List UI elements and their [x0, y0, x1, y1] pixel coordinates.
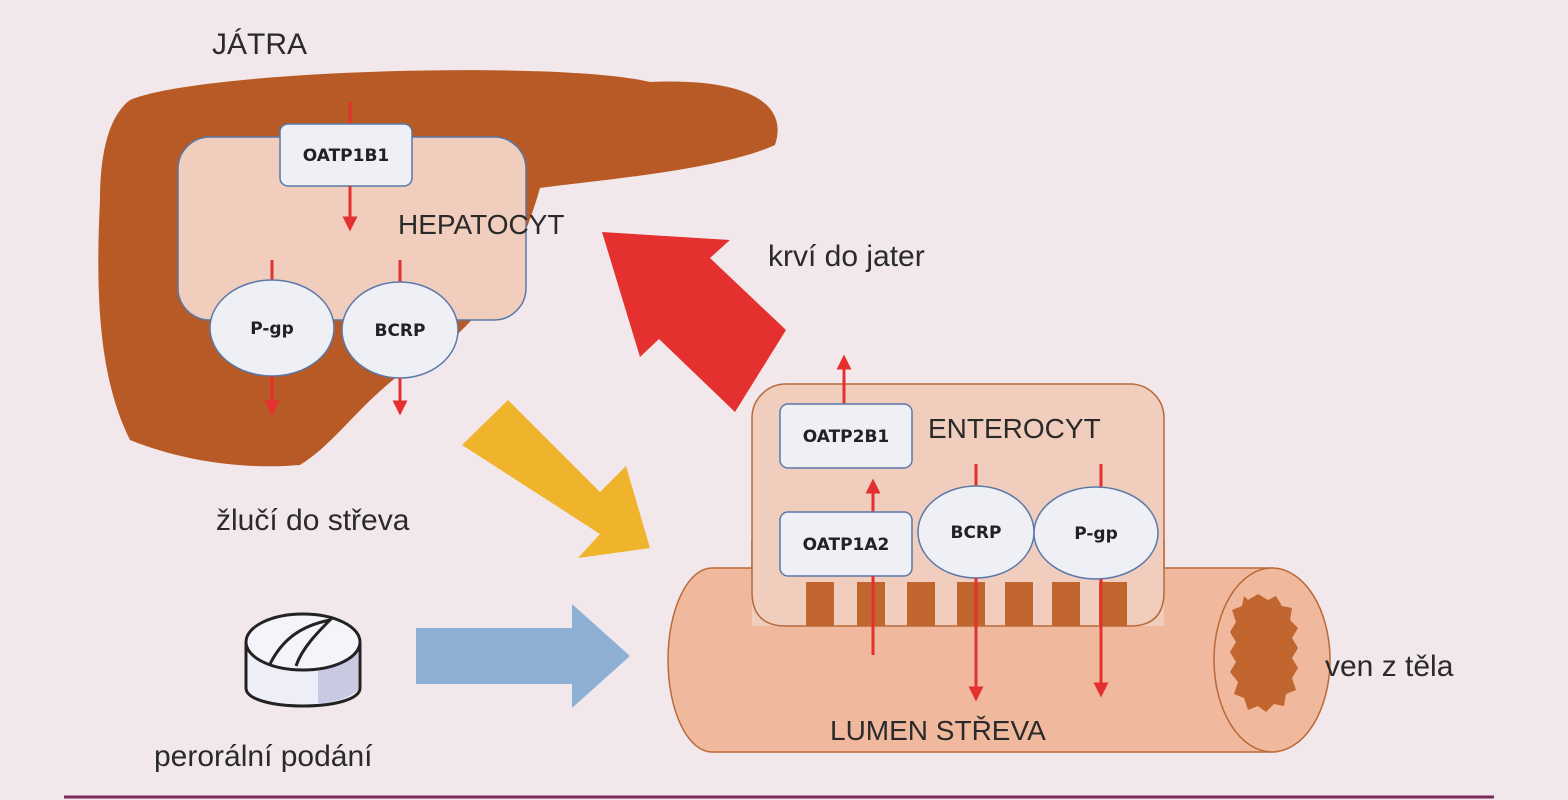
transporter-hep-bcrp-label: BCRP — [375, 321, 426, 341]
transporter-hep-pgp-label: P-gp — [250, 319, 294, 339]
microvilli — [806, 582, 1127, 626]
transporter-oatp1b1-label: OATP1B1 — [303, 146, 390, 166]
transporter-ent-pgp-label: P-gp — [1074, 524, 1118, 544]
intestine-lumen-icon — [1230, 594, 1298, 712]
liver-label: JÁTRA — [212, 28, 307, 61]
transporter-oatp2b1-label: OATP2B1 — [803, 427, 890, 447]
intestinal-lumen-label: LUMEN STŘEVA — [830, 715, 1046, 746]
transporter-oatp2b1 — [779, 403, 913, 469]
enterocyte-label: ENTEROCYT — [928, 413, 1101, 444]
pill-icon — [244, 612, 362, 708]
transporter-oatp1a2 — [779, 511, 913, 577]
bile-to-intestine-label: žlučí do střeva — [216, 504, 410, 537]
bile-to-intestine-arrow — [462, 400, 650, 558]
oral-to-intestine-arrow — [416, 604, 630, 708]
hepatocyte-label: HEPATOCYT — [398, 209, 564, 240]
transporter-oatp1a2-label: OATP1A2 — [803, 535, 890, 555]
transporter-ent-bcrp-label: BCRP — [951, 523, 1002, 543]
transporter-oatp1b1 — [279, 123, 413, 187]
transporter-ent-pgp — [1033, 486, 1159, 580]
blood-to-liver-label: krví do jater — [768, 240, 925, 273]
blood-to-liver-arrow — [602, 232, 786, 412]
out-of-body-label: ven z těla — [1325, 650, 1454, 683]
oral-administration-label: perorální podání — [154, 740, 373, 773]
